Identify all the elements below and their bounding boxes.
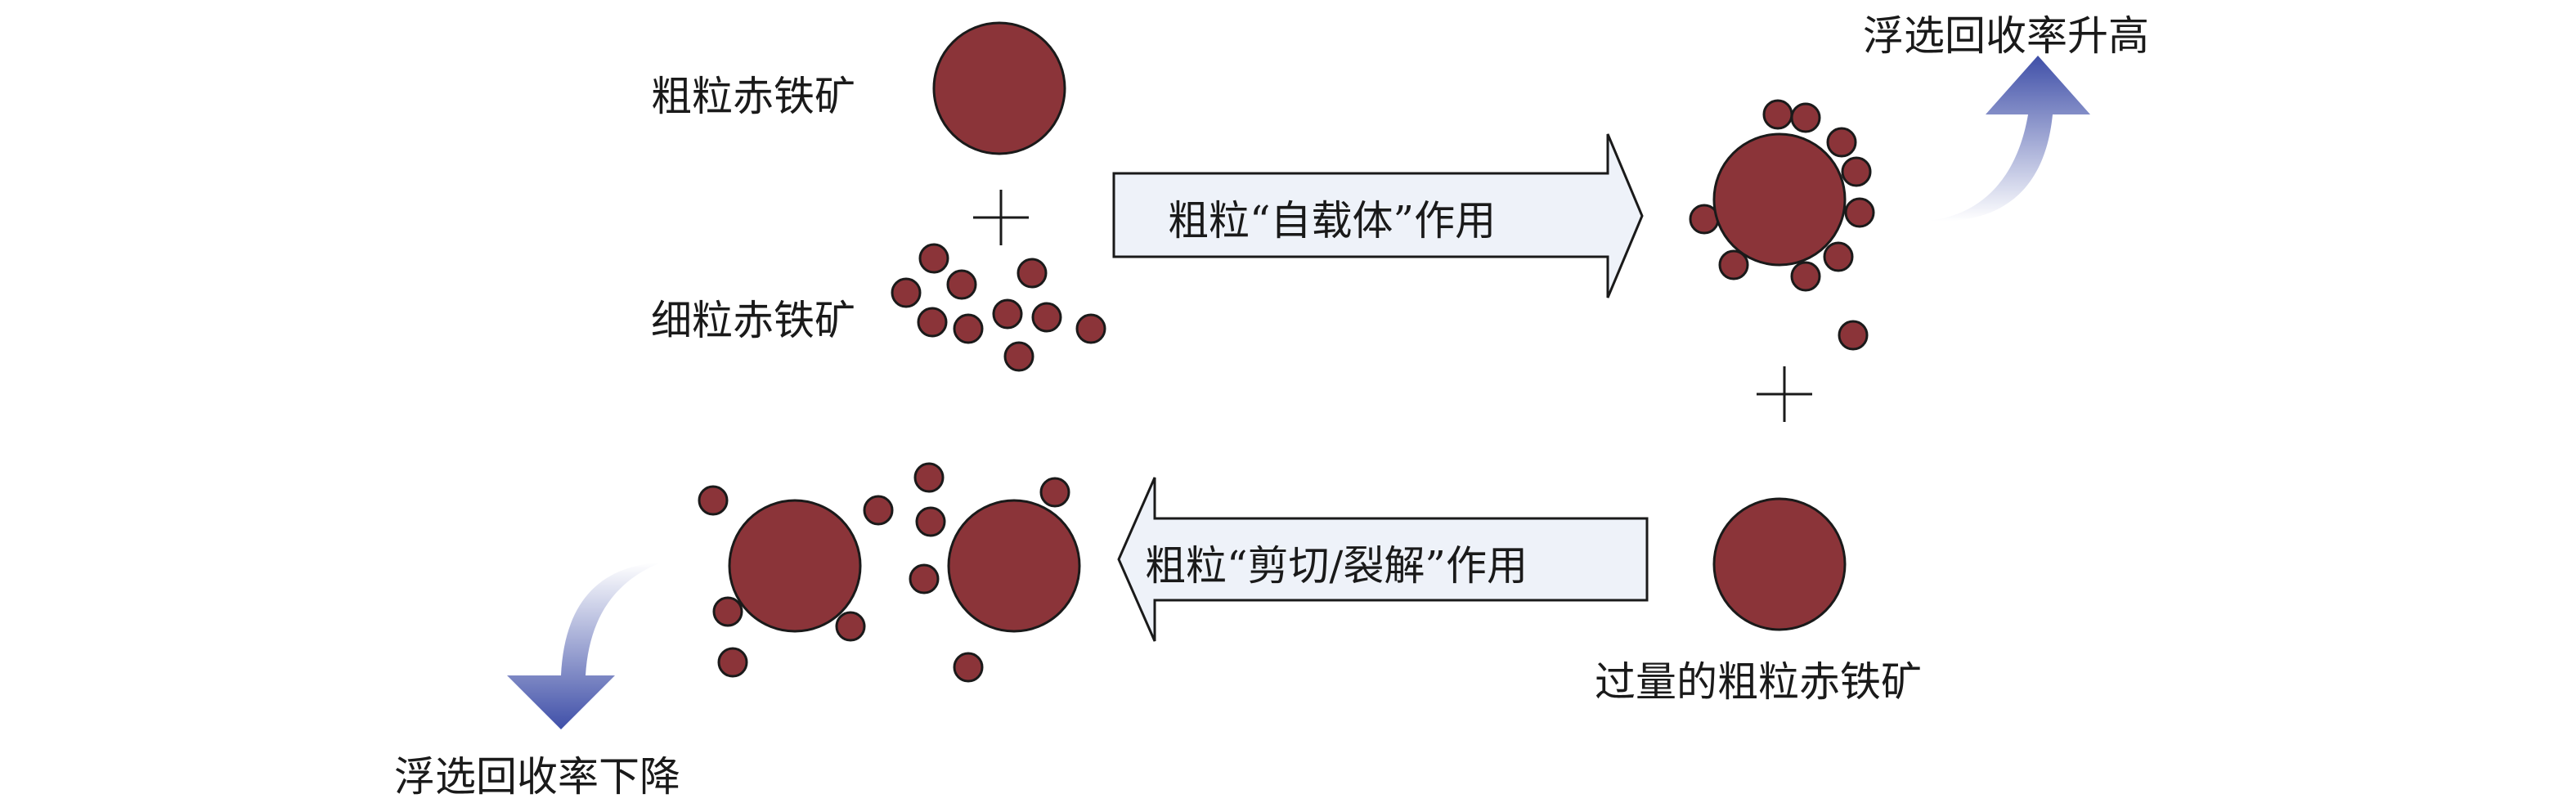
recovery-down-arrow [507, 563, 661, 729]
carrier-effect-label: 粗粒“自载体”作用 [1168, 197, 1497, 244]
shear-effect-label: 粗粒“剪切/裂解”作用 [1145, 542, 1528, 590]
shear-effect-arrow [1117, 477, 1649, 642]
plus-sign-top [973, 190, 1029, 245]
carrier-effect-arrow [1112, 133, 1644, 298]
coarse-hematite-label: 粗粒赤铁矿 [651, 73, 855, 120]
coarse-particle-top [932, 21, 1066, 155]
detached-fine-particle [1838, 320, 1869, 351]
coarse-particle-bottom-left [728, 499, 862, 633]
aggregate-fine-satellites [1689, 99, 1875, 292]
aggregate-coarse-core [1712, 132, 1847, 267]
recovery-up-arrow [1928, 56, 2090, 222]
plus-sign-right [1757, 366, 1812, 422]
fine-hematite-label: 细粒赤铁矿 [651, 297, 855, 344]
scattered-fine-particles [698, 462, 1070, 683]
fine-particles-cluster [891, 243, 1106, 372]
excess-coarse-particle [1712, 497, 1847, 631]
recovery-down-label: 浮选回收率下降 [394, 753, 680, 801]
coarse-particle-bottom-right [947, 499, 1081, 633]
recovery-up-label: 浮选回收率升高 [1863, 12, 2149, 60]
excess-coarse-hematite-label: 过量的粗粒赤铁矿 [1595, 658, 1922, 706]
